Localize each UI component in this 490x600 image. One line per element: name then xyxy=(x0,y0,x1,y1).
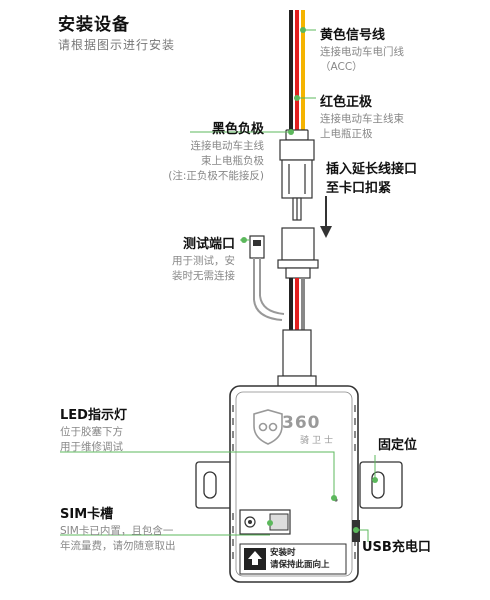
label-yellow-signal-wire: 黄色信号线 连接电动车电门线 （ACC） xyxy=(320,24,404,75)
label-red-title: 红色正极 xyxy=(320,95,373,110)
label-test-port: 测试端口 用于测试，安 装时无需连接 xyxy=(172,233,235,284)
shield-logo-icon xyxy=(253,409,283,445)
device-logo-text: 360 xyxy=(282,413,321,433)
label-connector: 插入延长线接口 至卡口扣紧 xyxy=(326,160,417,198)
label-black-desc-2: 束上电瓶负极 xyxy=(201,155,264,167)
label-sim-slot: SIM卡槽 SIM卡已内置，且包含一 年流量费，请勿随意取出 xyxy=(60,503,176,554)
label-usb-title: USB充电口 xyxy=(362,540,431,555)
insert-arrow xyxy=(320,196,332,238)
label-yellow-desc-1: 连接电动车电门线 xyxy=(320,46,404,58)
label-test-port-desc-2: 装时无需连接 xyxy=(172,270,235,282)
label-black-title: 黑色负极 xyxy=(211,122,264,137)
sticker-text: 安装时 请保持此面向上 xyxy=(270,547,330,571)
wire-bundle-lower xyxy=(289,278,305,330)
label-connector-line-2: 至卡口扣紧 xyxy=(326,181,392,196)
sticker-line-1: 安装时 xyxy=(270,548,296,558)
label-red-desc-2: 上电瓶正极 xyxy=(320,128,373,140)
label-connector-line-1: 插入延长线接口 xyxy=(326,162,418,177)
label-red-positive: 红色正极 连接电动车主线束 上电瓶正极 xyxy=(320,91,404,142)
label-sim-title: SIM卡槽 xyxy=(60,507,114,522)
label-usb-port: USB充电口 xyxy=(362,536,431,555)
label-fixing-position: 固定位 xyxy=(378,434,417,453)
test-port-plug xyxy=(249,235,285,321)
label-fixing-title: 固定位 xyxy=(378,438,418,453)
label-led-title: LED指示灯 xyxy=(60,408,127,423)
sticker-line-2: 请保持此面向上 xyxy=(270,560,330,570)
orientation-sticker xyxy=(239,543,347,575)
sim-slot xyxy=(239,509,291,535)
label-led-desc-1: 位于胶塞下方 xyxy=(60,426,123,438)
label-black-desc-3: (注:正负极不能接反) xyxy=(168,170,264,182)
label-yellow-title: 黄色信号线 xyxy=(320,28,386,43)
label-red-desc-1: 连接电动车主线束 xyxy=(320,113,404,125)
device-logo-subtext: 骑卫士 xyxy=(300,436,337,446)
label-test-port-desc-1: 用于测试，安 xyxy=(172,255,235,267)
leader-dots xyxy=(241,27,378,533)
label-yellow-desc-2: （ACC） xyxy=(320,61,363,73)
label-sim-desc-1: SIM卡已内置，且包含一 xyxy=(60,525,174,537)
device-body xyxy=(229,385,360,583)
strain-relief xyxy=(277,329,317,387)
page-subtitle: 请根据图示进行安装 xyxy=(58,38,176,52)
socket-connector xyxy=(277,227,319,279)
label-led-indicator: LED指示灯 位于胶塞下方 用于维修调试 xyxy=(60,404,127,455)
label-test-port-title: 测试端口 xyxy=(182,237,235,252)
arrow-up-icon xyxy=(248,551,262,565)
top-plug xyxy=(279,129,315,221)
label-black-desc-1: 连接电动车主线 xyxy=(190,140,265,152)
label-black-negative: 黑色负极 连接电动车主线 束上电瓶负极 (注:正负极不能接反) xyxy=(168,118,264,184)
leader-lines xyxy=(60,29,376,542)
label-led-desc-2: 用于维修调试 xyxy=(60,441,123,453)
page-title: 安装设备 xyxy=(58,15,130,35)
label-sim-desc-2: 年流量费，请勿随意取出 xyxy=(60,540,176,552)
